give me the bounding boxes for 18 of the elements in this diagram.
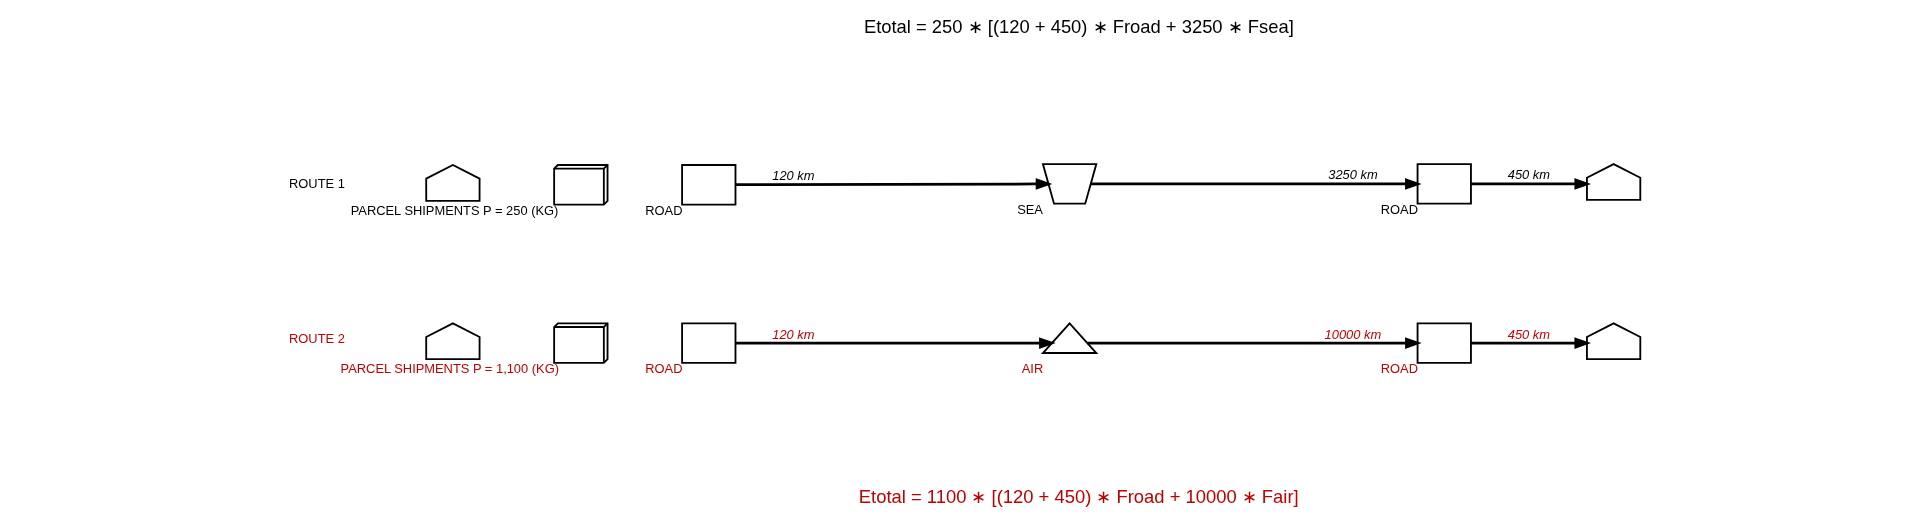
edge-label: 120 km (772, 326, 815, 342)
edge-label: 120 km (772, 168, 815, 184)
node-label: ROAD (645, 202, 683, 218)
node-label: ROAD (1380, 201, 1418, 217)
edge-label: 10000 km (1324, 326, 1382, 342)
edge-label: 450 km (1507, 167, 1550, 183)
label: Etotal = 250 ∗ [(120 + 450) ∗ Froad + 3250 ∗ Fsea] (863, 15, 1294, 37)
label: Etotal = 1100 ∗ [(120 + 450) ∗ Froad + 10000 ∗ Fair] (858, 486, 1299, 508)
node-label: ROAD (1380, 361, 1418, 377)
node-label: ROAD (645, 361, 683, 377)
node-label: SEA (1017, 201, 1043, 217)
node-label: AIR (1021, 361, 1044, 377)
node-label: PARCEL SHIPMENTS P = 1,100 (KG) (340, 361, 559, 377)
node-label: PARCEL SHIPMENTS P = 250 (KG) (350, 202, 559, 218)
edge-label: 3250 km (1328, 167, 1378, 183)
label: ROUTE 1 (289, 176, 345, 192)
edge-label: 450 km (1507, 326, 1550, 342)
label: ROUTE 2 (289, 330, 345, 346)
